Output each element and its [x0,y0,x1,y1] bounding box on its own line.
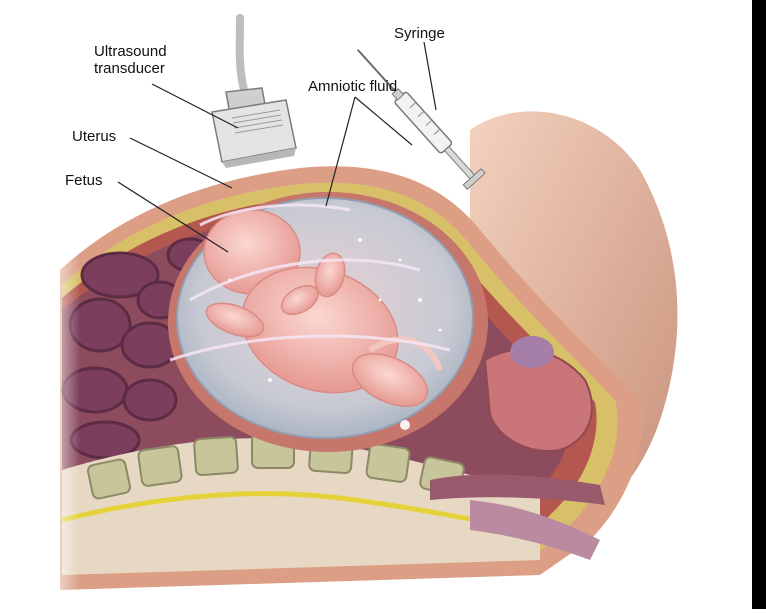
fetus-label: Fetus [65,172,103,189]
fetus-leader [117,181,229,253]
uterus-leader [129,137,233,189]
leader-lines [117,41,437,253]
amniotic-leader-2 [354,96,413,146]
fluid-particles [228,238,442,430]
ultrasound-label-line2: transducer [94,60,165,77]
ultrasound-transducer-label: Ultrasound transducer [94,43,167,77]
syringe [356,49,486,191]
transducer-cable [235,14,248,94]
sacrum [470,500,600,560]
amniotic-fluid-label: Amniotic fluid [308,78,398,95]
vertebrae [86,431,465,500]
uterus-label: Uterus [72,128,117,145]
ultrasound-label-line1: Ultrasound [94,43,167,60]
fetus-figure [203,209,429,407]
pelvic-organ [510,336,554,368]
ultrasound-transducer [211,87,297,168]
syringe-leader [423,41,437,111]
left-fade [40,230,80,590]
syringe-label: Syringe [394,25,445,42]
amniotic-leader-1 [325,96,356,207]
right-edge-bar [752,0,766,609]
ultrasound-leader [151,83,239,129]
ultrasound-waves [169,203,451,362]
rectum [430,474,605,505]
anatomy-illustration [40,14,678,590]
